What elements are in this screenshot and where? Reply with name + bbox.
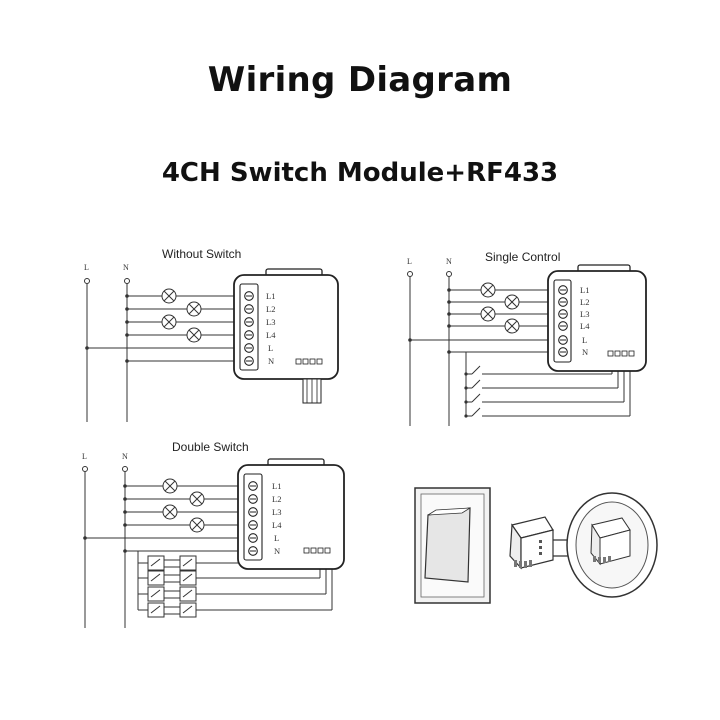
- neutral-label: N: [122, 452, 128, 461]
- panel-label-without-switch: Without Switch: [162, 247, 241, 261]
- bulb-icon: [504, 318, 520, 334]
- bulb-icon: [189, 491, 205, 507]
- panel-double-switch: Double Switch L N: [82, 440, 345, 628]
- terminal-l1-label: L1: [266, 291, 275, 301]
- page-subtitle: 4CH Switch Module+RF433: [161, 158, 559, 188]
- switch-module: L1 L2 L3 L4 L N: [237, 458, 345, 570]
- bulb-icon: [504, 294, 520, 310]
- neutral-label: N: [446, 257, 452, 266]
- terminal-n-label: N: [268, 356, 274, 366]
- junction-box: [566, 492, 658, 598]
- panel-without-switch: Without Switch L N: [84, 247, 339, 422]
- page-title: Wiring Diagram: [207, 60, 513, 100]
- switch-module-illustration: [509, 516, 554, 570]
- terminal-n-label: N: [582, 347, 588, 357]
- panel-installation: [414, 487, 658, 604]
- terminal-l-label: L: [268, 343, 273, 353]
- terminal-l2-label: L2: [272, 494, 281, 504]
- terminal-l4-label: L4: [580, 321, 590, 331]
- neutral-label: N: [123, 263, 129, 272]
- live-label: L: [82, 452, 87, 461]
- double-switch-array: [147, 555, 197, 618]
- terminal-l3-label: L3: [272, 507, 281, 517]
- terminal-l1-label: L1: [580, 285, 589, 295]
- panel-label-single-control: Single Control: [485, 250, 560, 264]
- terminal-l4-label: L4: [272, 520, 282, 530]
- bulb-icon: [186, 327, 202, 343]
- terminal-l-label: L: [274, 533, 279, 543]
- terminal-l1-label: L1: [272, 481, 281, 491]
- switch-module: L1 L2 L3 L4 L N: [547, 264, 647, 372]
- terminal-l-label: L: [582, 335, 587, 345]
- bulb-icon: [161, 314, 177, 330]
- terminal-n-label: N: [274, 546, 280, 556]
- terminal-l2-label: L2: [266, 304, 275, 314]
- bulb-icon: [162, 504, 178, 520]
- bulb-icon: [189, 517, 205, 533]
- bulb-icon: [480, 306, 496, 322]
- bulb-icon: [162, 478, 178, 494]
- terminal-l3-label: L3: [580, 309, 589, 319]
- terminal-l2-label: L2: [580, 297, 589, 307]
- live-label: L: [407, 257, 412, 266]
- bulb-icon: [161, 288, 177, 304]
- live-label: L: [84, 263, 89, 272]
- bulb-icon: [186, 301, 202, 317]
- terminal-l3-label: L3: [266, 317, 275, 327]
- wall-switch-plate: [414, 487, 491, 604]
- bulb-icon: [480, 282, 496, 298]
- terminal-l4-label: L4: [266, 330, 276, 340]
- switch-module: L1 L2 L3 L4 L N: [233, 268, 339, 404]
- panel-label-double-switch: Double Switch: [172, 440, 249, 454]
- panel-single-control: Single Control L N: [407, 250, 647, 426]
